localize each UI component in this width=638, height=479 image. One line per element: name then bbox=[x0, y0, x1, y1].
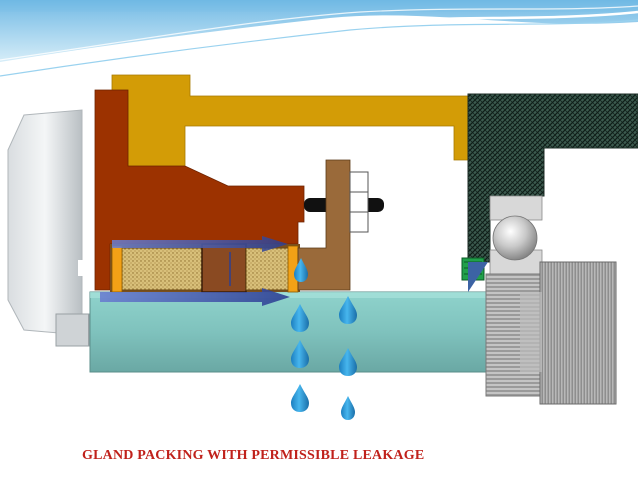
shaft-highlight bbox=[90, 292, 498, 298]
gland-follower bbox=[111, 74, 471, 171]
gland-bolt bbox=[297, 159, 384, 291]
slide-caption: GLAND PACKING WITH PERMISSIBLE LEAKAGE bbox=[82, 448, 425, 463]
packing-rings bbox=[110, 243, 300, 293]
leakage-flow-arrows bbox=[100, 236, 290, 306]
water-drop bbox=[339, 348, 357, 376]
lantern-ring bbox=[201, 243, 247, 293]
water-drop bbox=[291, 340, 309, 368]
packing-ring-1 bbox=[121, 247, 203, 291]
packing-ring-2 bbox=[245, 247, 291, 291]
seal bbox=[461, 257, 488, 292]
white-gap bbox=[78, 260, 92, 276]
bearing-ball bbox=[492, 215, 538, 261]
water-drop bbox=[339, 296, 357, 324]
shaft-end-block bbox=[485, 261, 617, 405]
water-drop bbox=[341, 396, 355, 420]
left-shaft-casing bbox=[7, 109, 103, 347]
water-drops bbox=[291, 258, 357, 420]
water-drop bbox=[291, 304, 309, 332]
bearing bbox=[489, 195, 543, 275]
header-wave bbox=[0, 0, 638, 77]
end-ring-left bbox=[111, 245, 123, 293]
water-drop bbox=[291, 384, 309, 412]
water-drop bbox=[294, 258, 308, 282]
